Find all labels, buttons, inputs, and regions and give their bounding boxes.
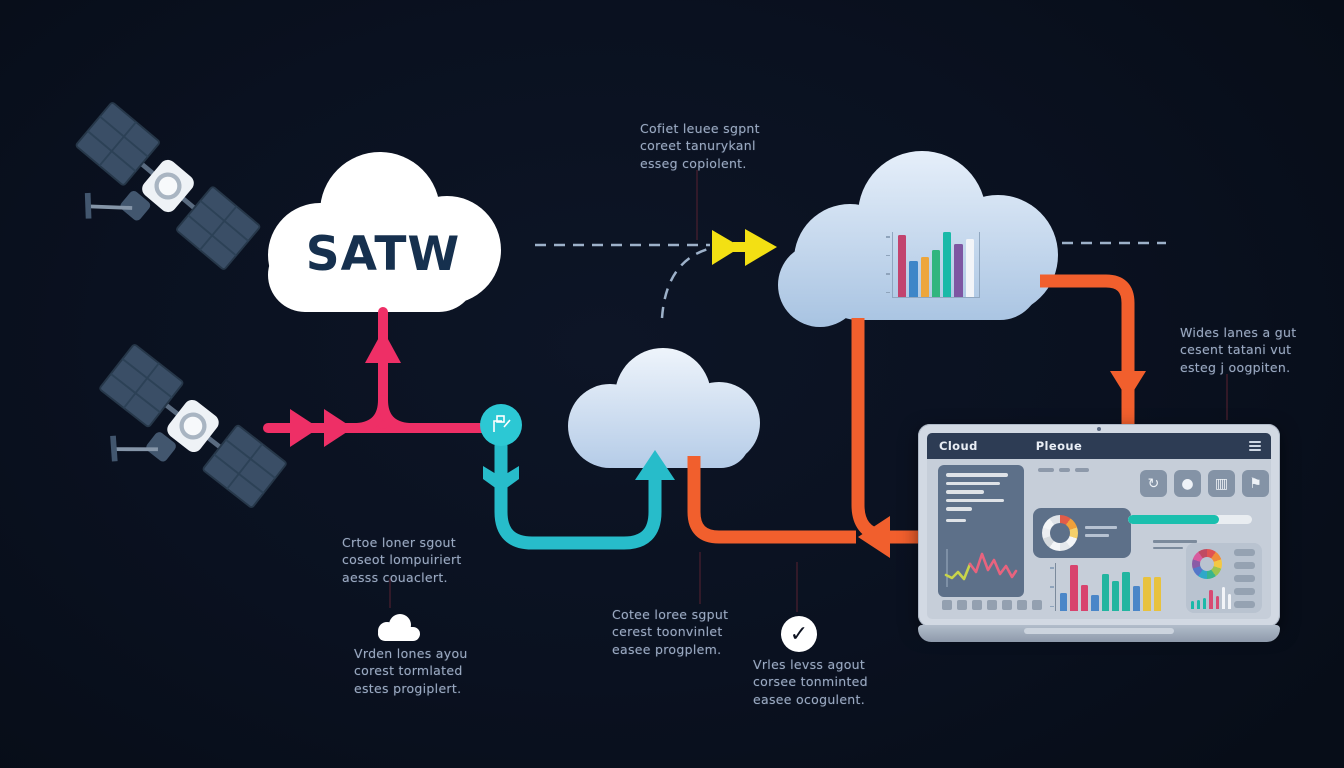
yellow-double-arrow-icon bbox=[712, 229, 777, 266]
teal-flow-path bbox=[480, 404, 675, 550]
main-bar-chart bbox=[1050, 563, 1162, 611]
category-donut bbox=[1192, 549, 1222, 579]
cloud-blob-icon: ● bbox=[1181, 475, 1194, 492]
line-series-green bbox=[944, 562, 972, 581]
tile-flag[interactable]: ⚑ bbox=[1242, 470, 1269, 497]
teal-arrowhead-up bbox=[635, 450, 675, 480]
caption-bottom-middle-upper: Cotee loree sgput cerest toonvinlet ease… bbox=[612, 607, 729, 657]
skeleton-line bbox=[946, 507, 972, 511]
sidebar-square-buttons[interactable] bbox=[942, 600, 1042, 610]
donut-hole bbox=[1050, 523, 1070, 543]
header-chips bbox=[1038, 468, 1089, 472]
check-glyph: ✓ bbox=[789, 621, 809, 647]
tile-sync[interactable]: ↻ bbox=[1140, 470, 1167, 497]
satellite-icon-top bbox=[75, 102, 261, 270]
dashboard-content: ↻ ● ▥ ⚑ bbox=[927, 459, 1271, 619]
skeleton-line bbox=[946, 481, 1000, 485]
line-series-pink bbox=[968, 552, 1018, 579]
skeleton-line bbox=[946, 473, 1008, 477]
legend-pill bbox=[1234, 575, 1255, 582]
tile-cloud[interactable]: ● bbox=[1174, 470, 1201, 497]
skeleton-line bbox=[946, 498, 1004, 502]
satw-cloud-label: SATW bbox=[306, 227, 460, 282]
caption-top-center: Cofiet leuee sgpnt coreet tanurykanl ess… bbox=[640, 121, 760, 171]
pink-flow-path bbox=[263, 307, 499, 447]
dashboard-display: Cloud Pleoue bbox=[927, 433, 1271, 619]
laptop-base bbox=[918, 625, 1280, 642]
sync-icon: ↻ bbox=[1147, 475, 1160, 492]
mini-bar-chart bbox=[1191, 587, 1231, 609]
caption-bottom-middle-lower: Vrles levss agout corsee tonminted easee… bbox=[753, 657, 868, 707]
orange-arrowhead-down bbox=[1110, 371, 1146, 400]
tile-grid[interactable]: ▥ bbox=[1208, 470, 1235, 497]
sidebar-panel bbox=[938, 465, 1024, 597]
legend-pill bbox=[1234, 549, 1255, 556]
middle-cloud bbox=[568, 348, 760, 468]
mini-chart-bars bbox=[1191, 587, 1231, 609]
quick-action-tiles: ↻ ● ▥ ⚑ bbox=[1140, 470, 1269, 497]
caption-right-side: Wides lanes a gut cesent tatani vut este… bbox=[1180, 325, 1297, 375]
cloud-chart-bars bbox=[898, 232, 974, 297]
orange-arrowhead-left bbox=[858, 516, 890, 558]
progress-caption bbox=[1153, 540, 1197, 553]
caption-bottom-left-upper: Crtoe loner sgout coseot lompuiriert aes… bbox=[342, 535, 462, 585]
skeleton-line bbox=[1085, 534, 1109, 537]
chart-y-ticks bbox=[886, 236, 890, 293]
caption-connector-lines bbox=[389, 170, 1228, 612]
grid-doc-icon: ▥ bbox=[1214, 475, 1229, 492]
skeleton-line bbox=[946, 490, 984, 494]
webcam-icon bbox=[1097, 427, 1101, 431]
pink-arrowhead-up bbox=[365, 330, 401, 363]
main-chart-bars bbox=[1060, 563, 1162, 611]
app-title: Cloud bbox=[939, 439, 978, 453]
dashboard-titlebar: Cloud Pleoue bbox=[927, 433, 1271, 459]
breakdown-panel bbox=[1186, 543, 1262, 613]
right-cloud bbox=[778, 151, 1058, 327]
laptop-base-notch bbox=[1024, 628, 1174, 634]
skeleton-line bbox=[946, 518, 966, 522]
progress-fill bbox=[1128, 515, 1219, 524]
cloud-analytics-chart bbox=[886, 232, 980, 298]
laptop-dashboard: Cloud Pleoue bbox=[918, 424, 1280, 642]
donut-hole bbox=[1200, 557, 1214, 571]
menu-icon[interactable] bbox=[1249, 441, 1261, 451]
progress-bar bbox=[1128, 515, 1252, 524]
pink-arrowhead-right-2 bbox=[324, 409, 353, 447]
dashed-flow-line bbox=[535, 241, 1166, 319]
legend-pill bbox=[1234, 588, 1255, 595]
cloud-icon bbox=[376, 612, 424, 644]
checkmark-icon: ✓ bbox=[781, 616, 817, 652]
teal-chevron-down bbox=[483, 466, 519, 492]
gauge-panel bbox=[1033, 508, 1131, 558]
chart-y-ticks bbox=[1050, 567, 1054, 607]
pink-arrowhead-right-1 bbox=[290, 409, 319, 447]
satw-cloud bbox=[268, 152, 501, 312]
legend-pill bbox=[1234, 601, 1255, 608]
caption-bottom-left-lower: Vrden lones ayou corest tormlated estes … bbox=[354, 646, 468, 696]
sidebar-line-chart bbox=[944, 549, 1018, 587]
gauge-donut bbox=[1042, 515, 1078, 551]
laptop-screen: Cloud Pleoue bbox=[918, 424, 1280, 627]
orange-flow-path bbox=[687, 274, 1146, 558]
page-title: Pleoue bbox=[1035, 439, 1083, 453]
transmitter-icon bbox=[493, 415, 511, 432]
relay-node bbox=[480, 404, 522, 446]
flag-icon: ⚑ bbox=[1249, 475, 1262, 492]
skeleton-line bbox=[1085, 526, 1117, 529]
legend-pill bbox=[1234, 562, 1255, 569]
satellite-icon-left bbox=[99, 344, 287, 508]
